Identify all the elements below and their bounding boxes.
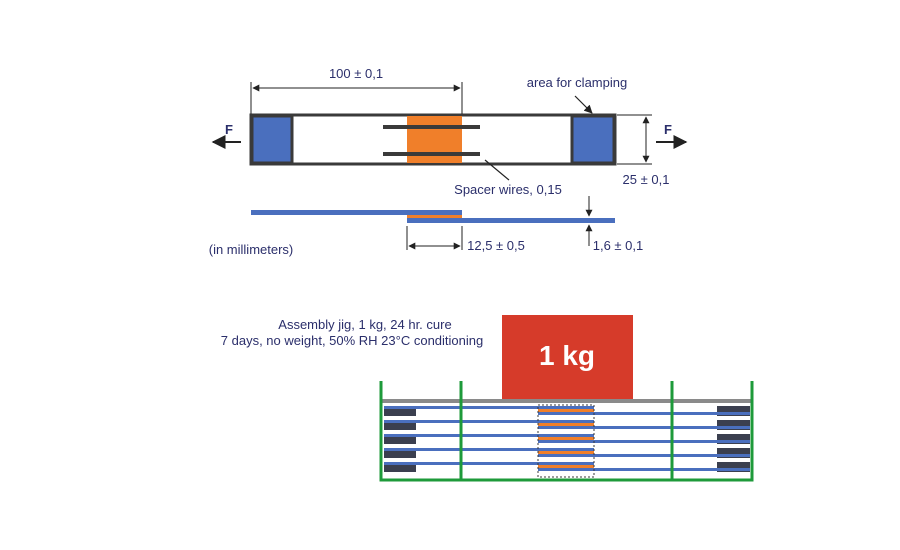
force-label-right: F [664,122,672,137]
adherend-lower [407,218,615,223]
jig-base [379,381,754,482]
force-label-left: F [225,122,233,137]
overlap-dimension-label: 12,5 ± 0,5 [467,238,525,253]
clamp-area-left [250,114,294,165]
one-kg-weight [502,315,633,399]
specimen-layer-2 [384,420,750,430]
clamp-leader-arrow [574,95,593,114]
overlap-column [537,404,595,478]
specimen-layer-1 [384,406,750,416]
width-dimension-label: 25 ± 0,1 [623,172,670,187]
top-view: 100 ± 0,1 area for clamping F F 25 ± 0,1… [211,66,688,197]
length-dimension-label: 100 ± 0,1 [329,66,383,81]
specimen-layer-5 [384,462,750,472]
units-note: (in millimeters) [209,242,294,257]
jig-frame [379,381,754,482]
specimen-layer-4 [384,448,750,458]
spacer-wires-label: Spacer wires, 0,15 [454,182,562,197]
spacer-wire-top [383,125,480,129]
adhesive-layer [407,215,462,218]
clamp-area-right [570,114,616,165]
jig-caption-line1: Assembly jig, 1 kg, 24 hr. cure [278,317,451,332]
specimen-stack [384,404,750,478]
thickness-dimension-label: 1,6 ± 0,1 [593,238,644,253]
assembly-jig: Assembly jig, 1 kg, 24 hr. cure 7 days, … [221,315,754,482]
jig-caption-line2: 7 days, no weight, 50% RH 23°C condition… [221,333,483,348]
specimen-layer-3 [384,434,750,444]
spacer-wire-bottom [383,152,480,156]
side-view: 12,5 ± 0,5 1,6 ± 0,1 [251,196,643,253]
clamp-area-label: area for clamping [527,75,627,90]
pressure-plate [381,399,751,403]
spacer-leader-line [484,159,510,181]
weight-label: 1 kg [539,340,595,371]
adherend-upper [251,210,462,215]
